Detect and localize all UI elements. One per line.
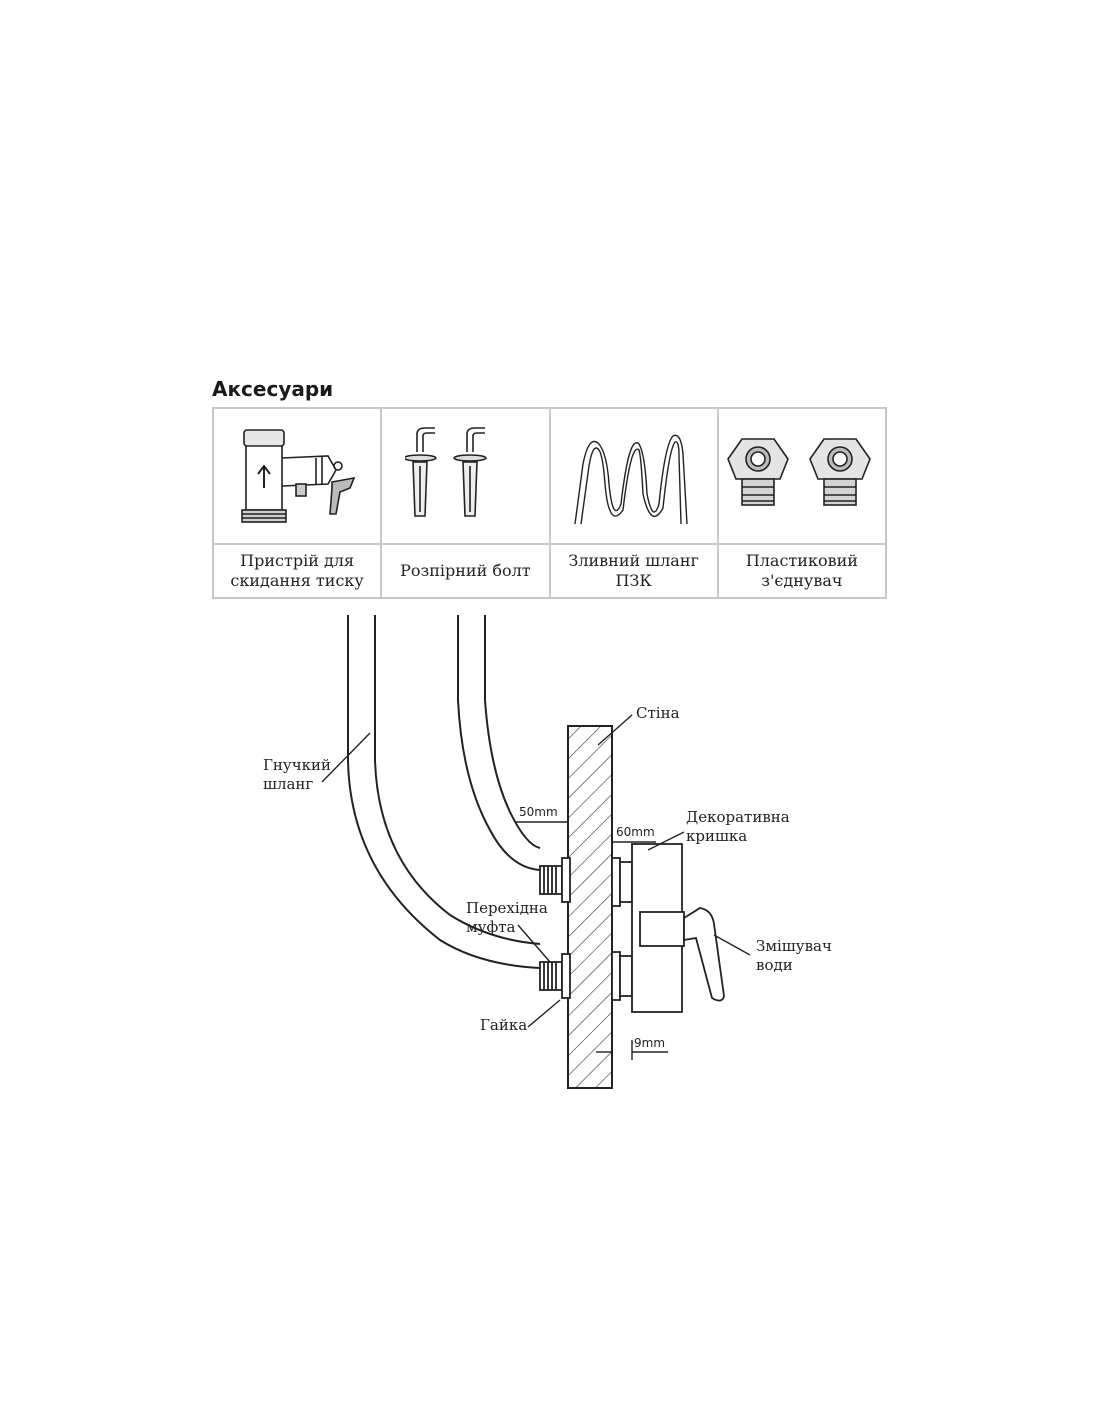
leader-lines (321, 714, 751, 1028)
dimension-60mm: 60mm (616, 825, 655, 839)
label-water-mixer: Змішувач води (756, 937, 832, 974)
label-decorative-cover: Декоративна кришка (686, 808, 790, 845)
expansion-bolt-icon (405, 427, 488, 517)
adapter-coupling-upper (539, 857, 571, 903)
accessories-table: Пристрій для скидання тиску Розпірний бо… (211, 407, 888, 599)
label-adapter-coupling: Перехідна муфта (466, 899, 548, 936)
accessory-image-cell (380, 407, 551, 545)
dimension-9mm: 9mm (634, 1036, 666, 1050)
accessory-label: Зливний шланг ПЗК (548, 543, 719, 599)
section-title: Аксесуари (212, 377, 334, 401)
nut-fittings (611, 857, 633, 1001)
mixer-body (631, 843, 725, 1013)
wall (567, 725, 613, 1089)
installation-diagram (321, 615, 751, 1089)
label-wall: Стіна (636, 704, 680, 722)
label-nut: Гайка (480, 1016, 528, 1034)
plastic-connector-icon (726, 438, 871, 506)
accessory-image-cell (716, 407, 888, 545)
accessory-label: Розпірний болт (380, 543, 551, 599)
accessory-image-cell (211, 407, 383, 545)
accessory-label: Пристрій для скидання тиску (211, 543, 383, 599)
accessory-label: Пластиковий з'єднувач (716, 543, 888, 599)
drain-hose-icon (573, 434, 688, 524)
adapter-coupling-lower (539, 953, 571, 999)
label-flexible-hose: Гнучкий шланг (263, 756, 332, 793)
dimension-lines (516, 821, 668, 1060)
accessory-image-cell (548, 407, 719, 545)
dimension-50mm: 50mm (519, 805, 558, 819)
flexible-hose-lines (347, 615, 541, 969)
pressure-relief-valve-icon (241, 429, 356, 523)
